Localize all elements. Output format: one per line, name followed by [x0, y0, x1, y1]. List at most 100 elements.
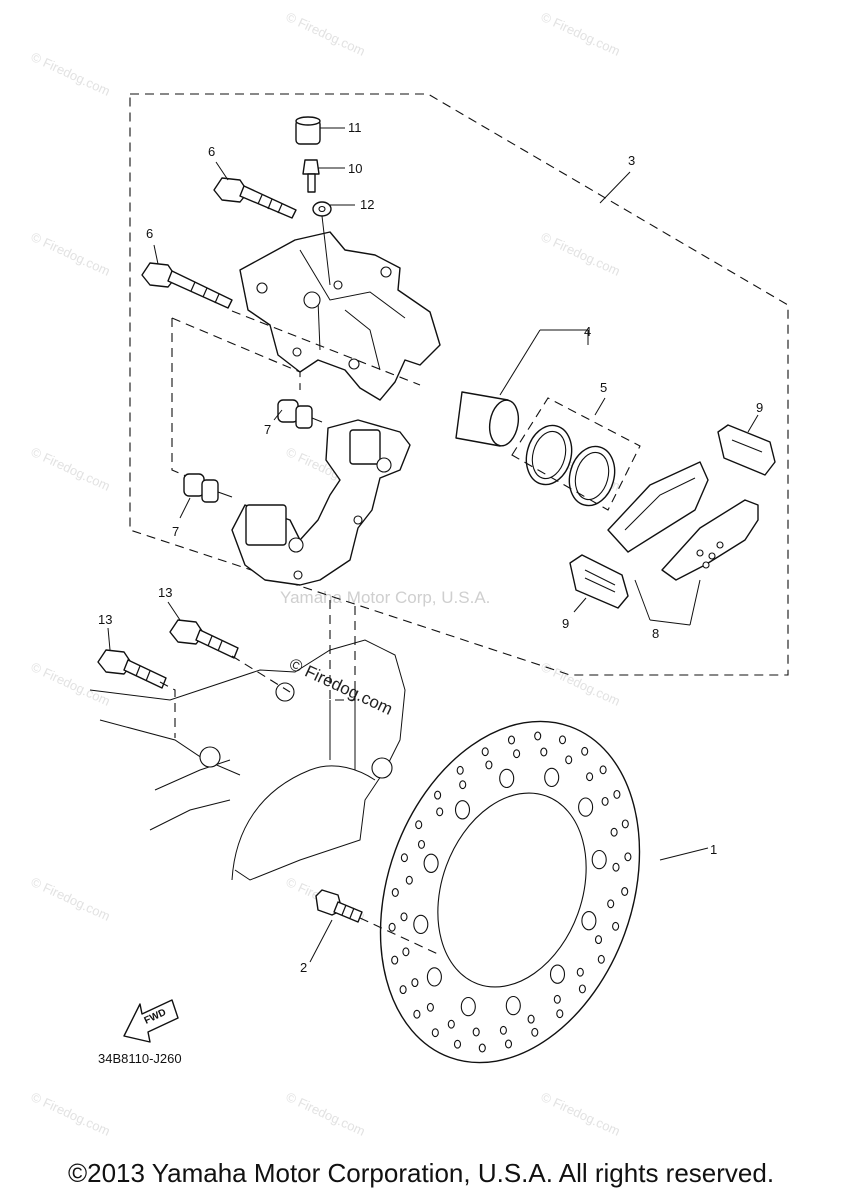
disc-drill-hole	[504, 1039, 513, 1049]
disc-drill-hole	[556, 1009, 564, 1019]
callout-13-lower: 13	[98, 612, 112, 627]
disc-drill-hole	[594, 935, 603, 945]
disc-drill-hole	[586, 772, 594, 782]
brake-disc	[379, 720, 641, 1064]
callout-10: 10	[348, 161, 362, 176]
watermark: © Firedog.com	[29, 874, 113, 924]
alignment-lines	[159, 310, 441, 956]
callout-9-lower: 9	[562, 616, 569, 631]
disc-drill-hole	[553, 994, 561, 1004]
callout-1: 1	[710, 842, 717, 857]
disc-drill-hole	[426, 1002, 434, 1012]
watermark: © Firedog.com	[29, 49, 113, 99]
callout-7-lower: 7	[172, 524, 179, 539]
disc-drill-hole	[499, 1025, 507, 1035]
brake-pad-front	[607, 461, 709, 553]
mount-bolt-upper	[169, 619, 239, 659]
disc-slot-hole	[460, 996, 476, 1017]
disc-slot-hole	[544, 767, 560, 788]
disc-slot-hole	[578, 797, 594, 817]
callout-3: 3	[628, 153, 635, 168]
disc-drill-hole	[624, 852, 632, 862]
disc-drill-hole	[431, 1028, 439, 1038]
disc-drill-hole	[405, 875, 413, 885]
brake-pad-rear	[661, 499, 759, 581]
disc-slot-hole	[413, 914, 429, 935]
disc-drill-hole	[400, 912, 408, 922]
leader-lines	[107, 127, 759, 963]
disc-drill-hole	[391, 888, 399, 897]
disc-drill-hole	[607, 899, 615, 909]
watermark: © Firedog.com	[539, 1089, 623, 1139]
disc-drill-hole	[413, 1009, 421, 1019]
watermark: © Firedog.com	[539, 9, 623, 59]
disc-holes	[388, 731, 632, 1053]
disc-drill-hole	[610, 827, 618, 837]
watermark: © Firedog.com	[539, 659, 623, 709]
disc-drill-hole	[411, 978, 419, 988]
callout-13-upper: 13	[158, 585, 172, 600]
callout-4: 4	[584, 324, 591, 339]
disc-drill-hole	[599, 765, 607, 775]
disc-slot-hole	[454, 800, 471, 820]
disc-drill-hole	[612, 921, 620, 931]
boot-upper	[277, 399, 323, 429]
watermark: © Firedog.com	[29, 444, 113, 494]
disc-bolt	[315, 889, 363, 923]
disc-drill-hole	[578, 984, 586, 994]
disc-drill-hole	[513, 749, 521, 759]
callout-labels: 1 2 3 4 5 6 6 7 7 8 9 9 10 11 12 13 13	[98, 120, 763, 975]
disc-drill-hole	[534, 731, 542, 741]
callout-2: 2	[300, 960, 307, 975]
piston-part	[455, 391, 520, 447]
disc-drill-hole	[621, 887, 629, 896]
copyright-notice: ©2013 Yamaha Motor Corporation, U.S.A. A…	[67, 1158, 775, 1188]
disc-drill-hole	[565, 755, 573, 765]
disc-drill-hole	[436, 807, 444, 817]
pad-spring-lower	[569, 554, 629, 609]
disc-slot-hole	[581, 911, 597, 931]
pad-spring-upper	[717, 424, 776, 476]
disc-slot-hole	[505, 995, 521, 1016]
disc-drill-hole	[402, 947, 410, 957]
disc-drill-hole	[613, 789, 621, 799]
piston-seals-part	[525, 424, 616, 507]
disc-slot-hole	[423, 853, 439, 873]
disc-drill-hole	[453, 1039, 462, 1049]
disc-drill-hole	[400, 853, 408, 863]
watermark-center-dark: © Firedog.com	[286, 654, 395, 718]
watermark: © Firedog.com	[29, 1089, 113, 1139]
watermark: © Firedog.com	[284, 9, 368, 59]
disc-drill-hole	[507, 735, 516, 745]
watermark-center: Yamaha Motor Corp, U.S.A.	[280, 588, 490, 607]
disc-drill-hole	[540, 747, 548, 757]
caliper-bolt-upper	[213, 177, 297, 219]
disc-drill-hole	[434, 790, 442, 800]
disc-drill-hole	[581, 746, 589, 756]
disc-drill-hole	[459, 780, 467, 790]
disc-slot-hole	[591, 849, 607, 870]
watermark: © Firedog.com	[284, 1089, 368, 1139]
swingarm-mount	[89, 639, 406, 881]
disc-drill-hole	[576, 967, 584, 977]
callout-7-upper: 7	[264, 422, 271, 437]
disc-drill-hole	[558, 735, 567, 745]
disc-drill-hole	[447, 1019, 455, 1029]
disc-drill-hole	[597, 954, 605, 964]
bleed-screw-part	[302, 159, 320, 193]
disc-drill-hole	[612, 862, 620, 872]
disc-drill-hole	[481, 747, 489, 757]
disc-drill-hole	[601, 796, 609, 806]
watermark: © Firedog.com	[29, 229, 113, 279]
fwd-arrow-icon: FWD	[123, 999, 179, 1043]
disc-drill-hole	[399, 985, 407, 995]
caliper-bracket	[231, 419, 411, 586]
caliper-bolt-lower	[141, 262, 233, 309]
mount-bolt-lower	[97, 649, 167, 689]
bleed-washer-part	[312, 201, 332, 217]
disc-drill-hole	[417, 839, 426, 849]
disc-slot-hole	[549, 964, 566, 984]
disc-drill-hole	[415, 820, 423, 830]
bleed-cap-part	[295, 116, 321, 145]
